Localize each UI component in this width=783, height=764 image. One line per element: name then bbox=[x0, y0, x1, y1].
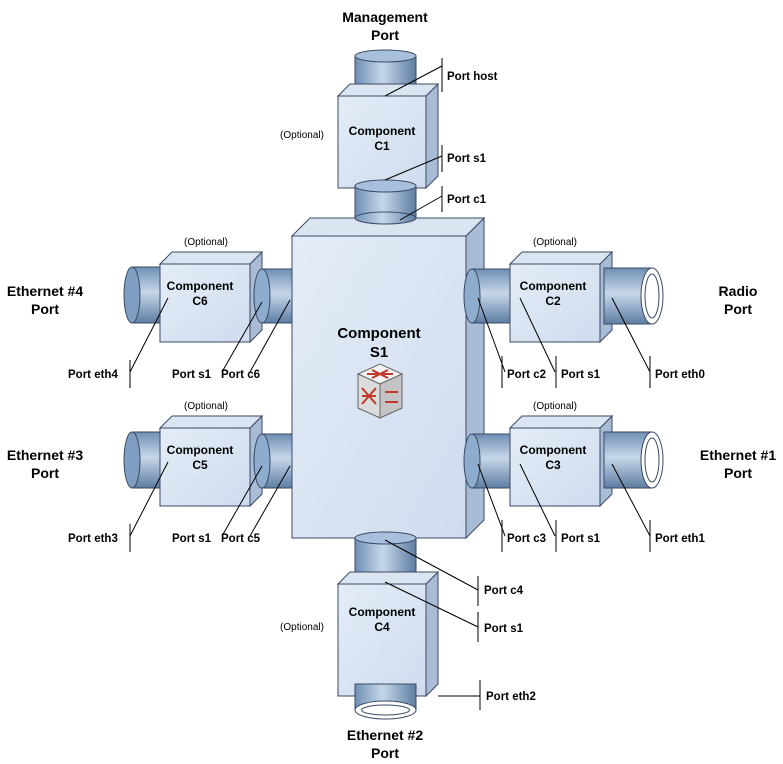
component-c2-box bbox=[508, 250, 614, 344]
optional-label-c3: (Optional) bbox=[533, 401, 577, 412]
ethernet-1-title-line1: Ethernet #1 bbox=[700, 447, 776, 463]
ethernet-4-title-line2: Port bbox=[31, 301, 59, 317]
ethernet-2-title-line1: Ethernet #2 bbox=[347, 727, 423, 743]
management-port-title-line2: Port bbox=[371, 27, 399, 43]
ethernet-1-port-cylinder bbox=[603, 431, 664, 489]
component-c5-box bbox=[158, 414, 264, 508]
component-c3-box bbox=[508, 414, 614, 508]
port-c6-cylinder bbox=[253, 268, 293, 324]
port-s1-c2-label: Port s1 bbox=[561, 369, 601, 381]
port-s1-c3-label: Port s1 bbox=[561, 533, 601, 545]
optional-label-c5: (Optional) bbox=[184, 401, 228, 412]
optional-label-c2: (Optional) bbox=[533, 237, 577, 248]
component-c2-label-line1: Component bbox=[520, 279, 587, 293]
optional-label-c4: (Optional) bbox=[280, 622, 324, 633]
port-c3-cylinder bbox=[463, 433, 511, 489]
radio-port-title-line2: Port bbox=[724, 301, 752, 317]
component-c6-label-line2: C6 bbox=[192, 294, 208, 308]
ethernet-1-title-line2: Port bbox=[724, 465, 752, 481]
optional-label-c1: (Optional) bbox=[280, 130, 324, 141]
ethernet-4-title-line1: Ethernet #4 bbox=[7, 283, 83, 299]
port-eth1-label: Port eth1 bbox=[655, 533, 705, 545]
component-c1-box bbox=[336, 82, 440, 190]
port-s1-c4-label: Port s1 bbox=[484, 623, 524, 635]
port-eth0-label: Port eth0 bbox=[655, 369, 705, 381]
port-c2-label: Port c2 bbox=[507, 369, 546, 381]
component-c2-label-line2: C2 bbox=[545, 294, 561, 308]
port-eth4-label: Port eth4 bbox=[68, 369, 118, 381]
ethernet-2-port-cylinder bbox=[354, 683, 417, 720]
component-c4-label-line1: Component bbox=[349, 605, 416, 619]
radio-port-cylinder bbox=[603, 267, 664, 325]
switch-icon bbox=[356, 363, 404, 419]
ethernet-2-title-line2: Port bbox=[371, 745, 399, 761]
component-c4-label-line2: C4 bbox=[374, 620, 390, 634]
management-port-title-line1: Management bbox=[342, 9, 428, 25]
component-c3-label-line1: Component bbox=[520, 443, 587, 457]
component-c1-label-line2: C1 bbox=[374, 139, 390, 153]
port-host-label: Port host bbox=[447, 71, 498, 83]
port-c3-label: Port c3 bbox=[507, 533, 546, 545]
component-s1-label-line1: Component bbox=[337, 325, 420, 342]
component-c1-label-line1: Component bbox=[349, 124, 416, 138]
optional-label-c6: (Optional) bbox=[184, 237, 228, 248]
leader-lines bbox=[129, 58, 651, 710]
component-c5-label-line2: C5 bbox=[192, 458, 208, 472]
component-c4-box bbox=[336, 570, 440, 698]
ethernet-3-title-line2: Port bbox=[31, 465, 59, 481]
port-c5-cylinder bbox=[253, 433, 293, 489]
component-s1-label-line2: S1 bbox=[370, 344, 388, 361]
port-c4-label: Port c4 bbox=[484, 585, 524, 597]
component-c3-label-line2: C3 bbox=[545, 458, 561, 472]
component-c6-label-line1: Component bbox=[167, 279, 234, 293]
port-c6-label: Port c6 bbox=[221, 369, 260, 381]
component-c5-label-line1: Component bbox=[167, 443, 234, 457]
port-s1-c5-label: Port s1 bbox=[172, 533, 212, 545]
port-s1-c6-label: Port s1 bbox=[172, 369, 212, 381]
port-eth2-label: Port eth2 bbox=[486, 691, 536, 703]
port-s1-c1-label: Port s1 bbox=[447, 153, 487, 165]
port-c2-cylinder bbox=[463, 268, 511, 324]
port-c5-label: Port c5 bbox=[221, 533, 261, 545]
port-c1-label: Port c1 bbox=[447, 194, 487, 206]
radio-port-title-line1: Radio bbox=[719, 283, 758, 299]
ethernet-3-title-line1: Ethernet #3 bbox=[7, 447, 83, 463]
port-eth3-label: Port eth3 bbox=[68, 533, 118, 545]
